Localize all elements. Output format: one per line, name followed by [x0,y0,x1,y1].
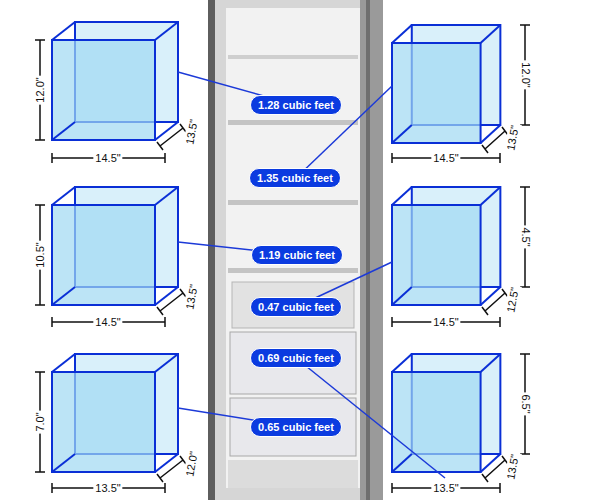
dimension-label: 12.0" [34,75,47,104]
dimension-label: 13.5" [504,122,522,153]
dimension-label: 13.5" [183,281,201,312]
dimension-label: 13.5" [431,482,460,495]
volume-badge: 1.28 cubic feet [250,95,342,115]
dimension-label: 14.5" [431,316,460,329]
dimension-label: 14.5" [431,152,460,165]
dimension-label: 12.0" [519,60,532,89]
dimension-label: 12.5" [504,284,522,315]
dimension-label: 12.0" [183,448,201,479]
volume-text: 0.65 cubic feet [258,421,334,433]
dimension-label: 13.5" [93,482,122,495]
volume-text: 1.28 cubic feet [258,99,334,111]
dimension-label: 13.5" [504,451,522,482]
volume-badge: 0.65 cubic feet [250,417,342,437]
volume-text: 0.69 cubic feet [258,352,334,364]
volume-badge: 0.47 cubic feet [250,297,342,317]
dimension-label: 13.5" [183,116,201,147]
volume-badge: 1.35 cubic feet [249,168,341,188]
volume-text: 1.35 cubic feet [257,172,333,184]
volume-badge: 0.69 cubic feet [250,348,342,368]
volume-badge: 1.19 cubic feet [251,245,343,265]
dimension-label: 14.5" [93,152,122,165]
volume-text: 1.19 cubic feet [259,249,335,261]
volume-text: 0.47 cubic feet [258,301,334,313]
dimension-label: 7.0" [34,410,47,433]
dimension-label: 4.5" [519,225,532,248]
dimension-label: 14.5" [93,316,122,329]
dimension-label: 10.5" [34,240,47,269]
dimension-label: 6.5" [519,392,532,415]
